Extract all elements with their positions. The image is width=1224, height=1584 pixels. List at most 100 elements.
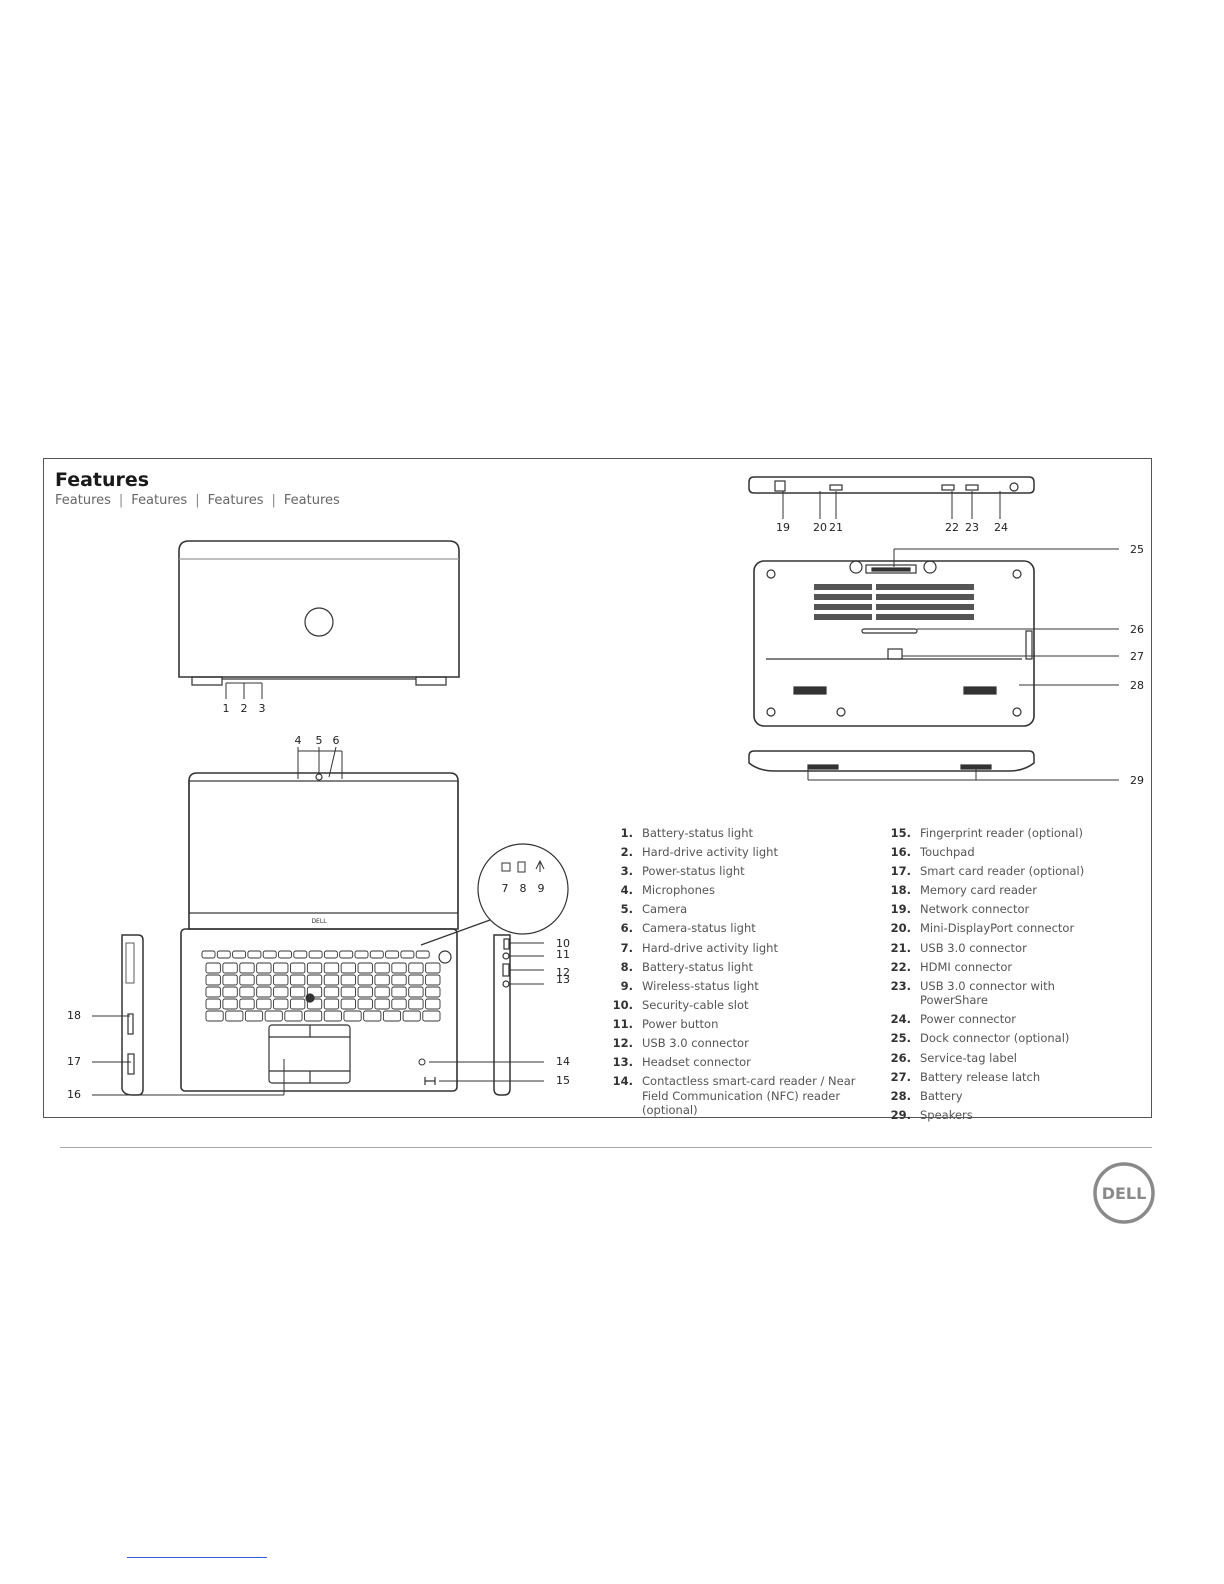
legend-number: 15.	[890, 826, 911, 840]
legend-label: USB 3.0 connector	[920, 940, 1027, 955]
legend-number: 9.	[620, 978, 633, 993]
keyboard-key	[391, 986, 407, 998]
legend-label: Power-status light	[642, 864, 745, 879]
keyboard-key	[306, 986, 323, 998]
callout-leaders-bottom	[893, 548, 1119, 686]
legend-label: Hard-drive activity light	[642, 845, 778, 860]
keyboard-key	[369, 950, 384, 959]
vent-slot	[814, 584, 872, 590]
legend-item: 28.Battery	[884, 1089, 1150, 1104]
keyboard-key	[357, 998, 373, 1010]
keyboard-key	[343, 1010, 362, 1022]
breadcrumb-item[interactable]: Features	[283, 493, 340, 508]
legend-number: 13.	[612, 1055, 633, 1070]
breadcrumb-item[interactable]: Features	[131, 493, 188, 508]
breadcrumb-item[interactable]: Features	[55, 493, 111, 508]
vent-slot	[814, 604, 872, 610]
keyboard-key	[306, 998, 323, 1010]
legend-label: HDMI connector	[920, 959, 1013, 974]
legend-number: 21.	[890, 940, 911, 955]
legend-item: 3.Power-status light	[606, 864, 872, 879]
laptop-left-side-view	[121, 934, 144, 1096]
legend-label: Battery-status light	[642, 959, 753, 974]
callout-number: 13	[556, 973, 570, 986]
keyboard-key	[374, 986, 390, 998]
legend-label: Camera	[642, 902, 688, 917]
keyboard-key	[304, 1010, 323, 1022]
nfc-reader-icon	[418, 1058, 426, 1066]
legend-number: 16.	[890, 845, 911, 860]
vent-slot	[918, 604, 974, 610]
legend-label: Hard-drive activity light	[642, 940, 778, 955]
keyboard-key	[222, 962, 238, 974]
keyboard-key	[216, 950, 231, 959]
breadcrumb-separator: |	[271, 493, 276, 508]
legend-label: Power button	[642, 1016, 719, 1031]
legend-number: 10.	[612, 997, 633, 1012]
keyboard-key	[256, 998, 272, 1010]
legend-label: Memory card reader	[920, 883, 1037, 898]
keyboard-key	[284, 1010, 303, 1022]
keyboard-key	[232, 950, 247, 959]
legend-item: 24.Power connector	[884, 1012, 1150, 1027]
callout-number: 29	[1130, 774, 1144, 787]
legend-number: 29.	[890, 1107, 911, 1122]
legend-label: Fingerprint reader (optional)	[920, 826, 1083, 840]
legend-item: 11. Power button	[606, 1017, 872, 1032]
legend-number: 20.	[890, 921, 911, 936]
legend-label: Mini-DisplayPort connector	[920, 921, 1075, 936]
legend-number: 14.	[612, 1074, 633, 1089]
callout-number: 26	[1130, 623, 1144, 636]
legend-number: 22.	[890, 959, 911, 974]
legend-item: 12.USB 3.0 connector	[606, 1036, 872, 1051]
keyboard-key	[357, 962, 373, 974]
legend-item: 1.Battery-status light	[606, 826, 872, 841]
legend-item: 9. Wireless-status light	[606, 979, 872, 994]
laptop-open-view	[180, 772, 459, 1092]
keyboard-key	[256, 974, 272, 986]
legend-item: 13.Headset connector	[606, 1055, 872, 1070]
camera-icon	[315, 773, 323, 781]
keyboard-key	[391, 998, 407, 1010]
legend-label: Power connector	[920, 1012, 1017, 1027]
legend-label: Network connector	[920, 902, 1030, 917]
callout-number: 8	[520, 882, 527, 895]
keyboard-key	[264, 1010, 283, 1022]
footer-link-underline[interactable]	[127, 1557, 267, 1558]
legend-item: 5.Camera	[606, 902, 872, 917]
keyboard-key	[425, 974, 441, 986]
battery-icon	[517, 861, 526, 873]
legend-label: Microphones	[642, 883, 715, 898]
legend-number: 28.	[890, 1088, 911, 1103]
keyboard-key	[340, 998, 356, 1010]
callout-number: 25	[1130, 543, 1144, 556]
keyboard-key	[323, 1010, 342, 1022]
callout-number: 23	[965, 521, 979, 534]
legend-label: Battery release latch	[920, 1069, 1041, 1084]
features-panel: Features Features|Features|Features|Feat…	[43, 458, 1152, 1122]
legend-item: 29.Speakers	[884, 1108, 1150, 1123]
legend-label: Contactless smart-card reader / Near Fie…	[642, 1074, 856, 1118]
keyboard-key	[222, 986, 238, 998]
legend-label: Wireless-status light	[642, 978, 759, 993]
vent-slot	[876, 594, 920, 600]
keyboard-key	[205, 998, 221, 1010]
keyboard-key	[290, 962, 306, 974]
laptop-lid-view	[178, 540, 460, 686]
keyboard-key	[400, 950, 415, 959]
keyboard-key	[306, 962, 323, 974]
keyboard-key	[290, 998, 306, 1010]
keyboard-key	[244, 1010, 264, 1022]
status-lights-zoom	[420, 843, 569, 946]
breadcrumb-item[interactable]: Features	[207, 493, 264, 508]
legend-number: 25.	[890, 1031, 911, 1046]
callout-number: 1	[223, 702, 230, 715]
callout-number: 27	[1130, 650, 1144, 663]
keyboard-key	[306, 974, 323, 986]
legend-number: 11.	[612, 1016, 633, 1031]
keyboard-key	[340, 962, 356, 974]
legend-item: 7.Hard-drive activity light	[606, 941, 872, 956]
keyboard-key	[278, 950, 292, 959]
legend-item: 14. Contactless smart-card reader / Near …	[606, 1074, 872, 1118]
